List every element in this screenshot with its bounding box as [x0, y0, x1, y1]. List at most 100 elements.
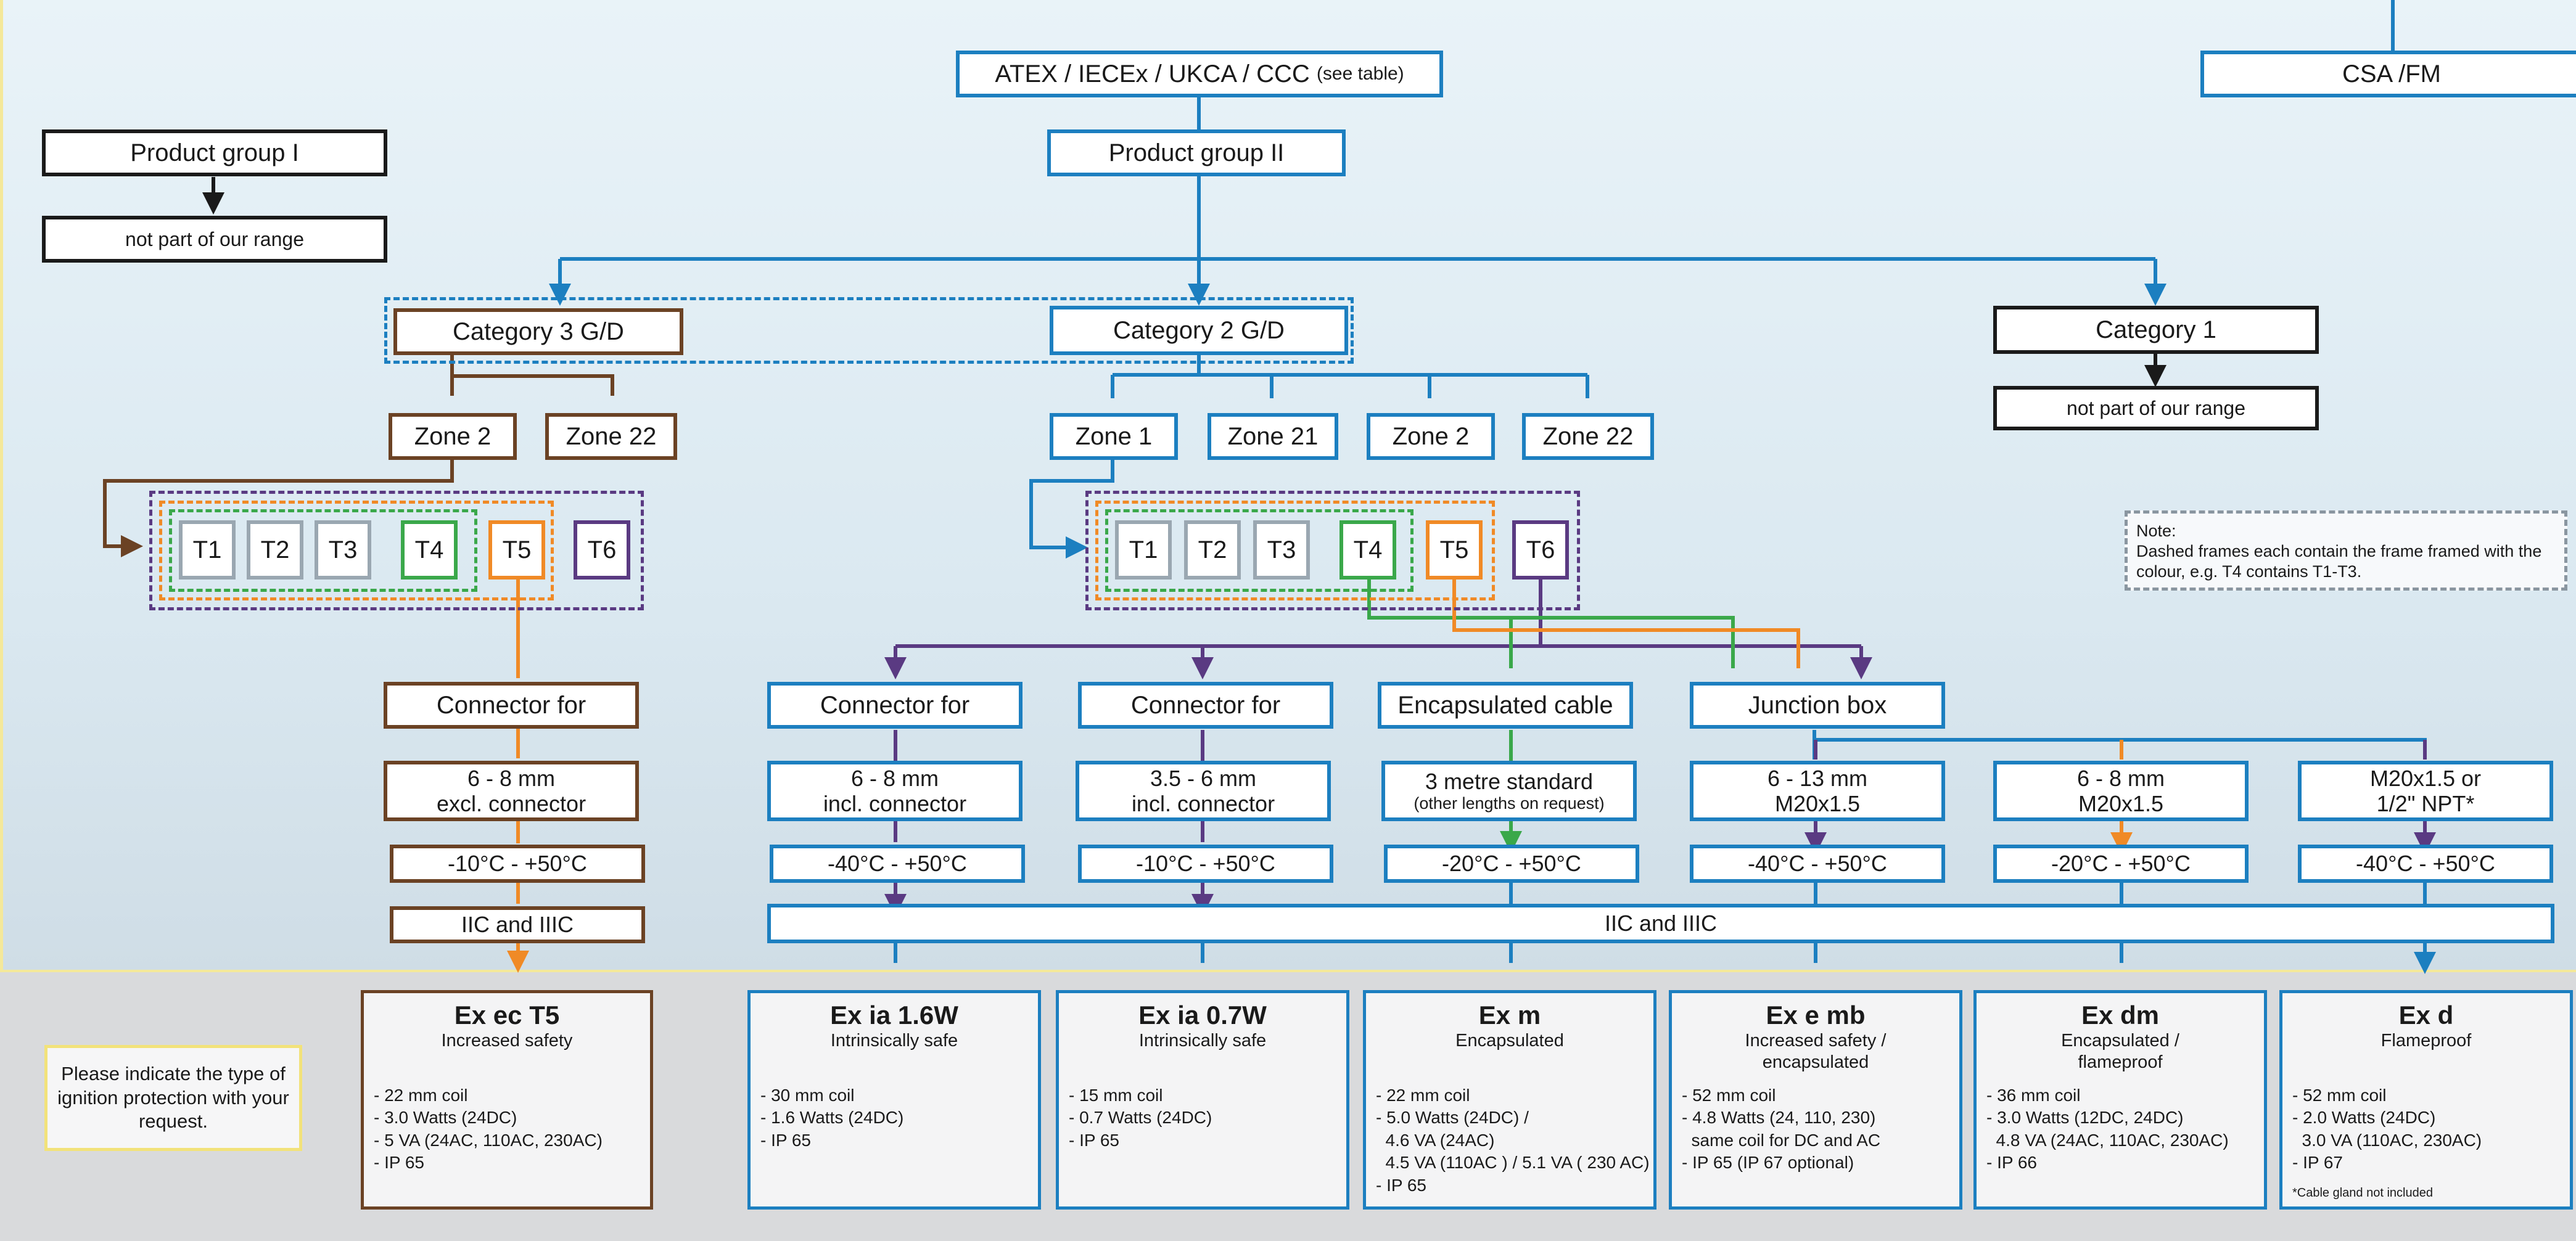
category-1: Category 1 [1993, 306, 2319, 354]
note-text: Dashed frames each contain the frame fra… [2136, 541, 2542, 581]
category-3-label: Category 3 G/D [453, 318, 624, 345]
cat3-t2: T2 [247, 520, 303, 580]
indicate-box: Please indicate the type of ignition pro… [44, 1045, 302, 1151]
product-spec-list: - 22 mm coil- 5.0 Watts (24DC) / 4.6 VA … [1376, 1084, 1650, 1197]
category-2-label: Category 2 G/D [1113, 317, 1285, 344]
col3-size-1: 3 metre standard [1425, 768, 1594, 794]
line-cat3-zone-t [103, 460, 454, 557]
product-spec-item: - IP 65 [1376, 1175, 1426, 1195]
junction-box-box: Junction box [1690, 682, 1945, 729]
cat3-connector-box: Connector for [384, 682, 639, 729]
cat2-t3: T3 [1253, 520, 1310, 580]
cat2-t4-label: T4 [1353, 536, 1383, 563]
line-temp-to-gas [1509, 882, 2427, 905]
line-green-t4 [1367, 566, 1735, 668]
category-2: Category 2 G/D [1050, 306, 1348, 355]
product-spec-item: - 3.0 Watts (12DC, 24DC) [1986, 1108, 2184, 1128]
left-edge [0, 0, 3, 971]
note-box: Note: Dashed frames each contain the fra… [2125, 510, 2567, 591]
cat2-t6-label: T6 [1526, 536, 1555, 563]
product-spec-item: - 22 mm coil [1376, 1086, 1470, 1105]
col3-size-box: 3 metre standard (other lengths on reque… [1381, 761, 1637, 821]
product-spec-item: - IP 65 [1069, 1130, 1119, 1150]
connector-a-box: Connector for [767, 682, 1023, 729]
product-title: Ex m [1478, 1001, 1541, 1030]
gas-bar: IIC and IIIC [767, 904, 2554, 943]
col6-temp: -40°C - +50°C [2356, 851, 2495, 877]
product-subtitle: Encapsulated [1455, 1031, 1564, 1051]
col2-temp: -10°C - +50°C [1136, 851, 1275, 877]
product-spec-list: - 22 mm coil- 3.0 Watts (24DC)- 5 VA (24… [374, 1084, 603, 1174]
product-group-2-label: Product group II [1108, 139, 1285, 166]
atex-note: (see table) [1316, 63, 1404, 84]
indicate-text: Please indicate the type of ignition pro… [57, 1062, 289, 1132]
product-spec-item: - 30 mm coil [760, 1086, 855, 1105]
col4-size-box: 6 - 13 mm M20x1.5 [1690, 761, 1945, 821]
product-footnote: *Cable gland not included [2292, 1186, 2433, 1200]
atex-box: ATEX / IECEx / UKCA / CCC (see table) [956, 51, 1443, 97]
cat3-t1: T1 [179, 520, 236, 580]
cat3-temp: -10°C - +50°C [448, 851, 587, 877]
category-1-note-text: not part of our range [2067, 396, 2245, 419]
col6-temp-box: -40°C - +50°C [2298, 845, 2553, 883]
cat2-zone-2: Zone 2 [1367, 413, 1495, 460]
line-gas-to-products [894, 943, 2425, 963]
col5-size-1: 6 - 8 mm [2076, 765, 2165, 791]
product-spec-item: - IP 67 [2292, 1153, 2343, 1173]
col6-size-box: M20x1.5 or 1/2" NPT* [2298, 761, 2553, 821]
product-spec-item: - IP 65 [374, 1153, 424, 1173]
group-1-note-text: not part of our range [125, 227, 304, 250]
product-spec-item: - 3.0 Watts (24DC) [374, 1108, 517, 1128]
col2-size-1: 3.5 - 6 mm [1150, 765, 1257, 791]
col1-size-1: 6 - 8 mm [850, 765, 939, 791]
col6-size-1: M20x1.5 or [2369, 765, 2482, 791]
col4-temp: -40°C - +50°C [1748, 851, 1887, 877]
product-spec-item: - 5 VA (24AC, 110AC, 230AC) [374, 1130, 603, 1150]
product-spec-item: - 15 mm coil [1069, 1086, 1163, 1105]
cat3-t4-label: T4 [414, 536, 444, 563]
product-spec-item: same coil for DC and AC [1682, 1130, 1881, 1150]
col5-size-box: 6 - 8 mm M20x1.5 [1993, 761, 2249, 821]
product-spec-list: - 15 mm coil - 0.7 Watts (24DC)- IP 65 [1069, 1084, 1212, 1152]
product-spec-item: - 36 mm coil [1986, 1086, 2081, 1105]
cat3-t3: T3 [315, 520, 371, 580]
product-title: Ex dm [2081, 1001, 2160, 1030]
product-spec-item: - 52 mm coil [1682, 1086, 1776, 1105]
gas-bar-label: IIC and IIIC [1604, 911, 1718, 936]
csa-box: CSA /FM [2200, 51, 2576, 97]
product-spec-item: - 0.7 Watts (24DC) [1069, 1108, 1212, 1128]
connector-b-box: Connector for [1078, 682, 1333, 729]
col1-size-2: incl. connector [823, 791, 967, 816]
product-subtitle: Encapsulated / [2061, 1031, 2179, 1051]
col5-temp-box: -20°C - +50°C [1993, 845, 2249, 883]
cat2-zone-1-label: Zone 1 [1075, 423, 1153, 450]
cat3-size-1: 6 - 8 mm [467, 765, 555, 791]
col3-size-2: (other lengths on request) [1414, 794, 1605, 813]
cat2-zone-1: Zone 1 [1050, 413, 1178, 460]
cat2-zone-21-label: Zone 21 [1227, 423, 1319, 450]
junction-box-label: Junction box [1748, 692, 1887, 719]
product-subtitle: encapsulated [1762, 1052, 1869, 1072]
product-title: Ex ia 0.7W [1138, 1001, 1267, 1030]
cat2-t2: T2 [1184, 520, 1241, 580]
product-spec-list: - 52 mm coil- 4.8 Watts (24, 110, 230) s… [1682, 1084, 1880, 1174]
cat3-gas: IIC and IIIC [461, 912, 574, 938]
product-spec-item: 4.8 VA (24AC, 110AC, 230AC) [1986, 1130, 2229, 1150]
category-3: Category 3 G/D [393, 308, 683, 355]
col3-temp: -20°C - +50°C [1442, 851, 1581, 877]
product-group-2: Product group II [1047, 129, 1346, 176]
cat3-t6-label: T6 [587, 536, 617, 563]
atex-label: ATEX / IECEx / UKCA / CCC [995, 60, 1310, 88]
cat3-t4-frame [169, 509, 477, 592]
cat3-zone-22: Zone 22 [545, 413, 677, 460]
cat3-t3-label: T3 [328, 536, 358, 563]
col4-size-2: M20x1.5 [1774, 791, 1861, 816]
cat3-zone-2: Zone 2 [389, 413, 517, 460]
product-spec-list: - 52 mm coil- 2.0 Watts (24DC) 3.0 VA (1… [2292, 1084, 2482, 1174]
cat2-t1: T1 [1115, 520, 1172, 580]
cat3-t5-label: T5 [502, 536, 532, 563]
